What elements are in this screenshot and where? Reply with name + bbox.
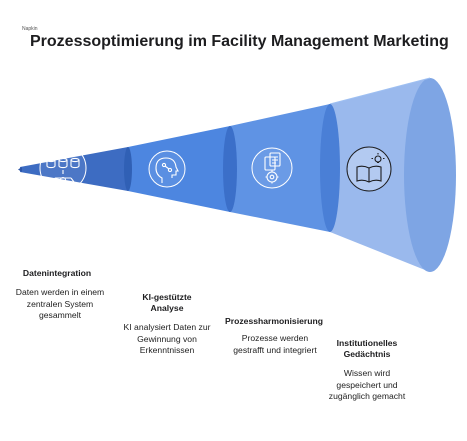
stage-desc-ki-analyse: KI analysiert Daten zur Gewinnung von Er… <box>123 322 211 355</box>
segment-datenintegration <box>18 147 132 191</box>
stage-desc-prozessharmonisierung: Prozesse werden gestrafft und integriert <box>233 333 317 355</box>
database-stack-icon <box>39 144 87 192</box>
page-title: Prozessoptimierung im Facility Managemen… <box>30 33 449 50</box>
stage-title-ki-analyse: KI-gestützte Analyse <box>142 292 192 313</box>
process-gear-icon <box>251 147 293 189</box>
napkin-logo: Napkin <box>22 26 38 32</box>
stage-title-institutionelles-gedaechtnis: Institutionelles Gedächtnis <box>336 338 398 359</box>
stage-desc-datenintegration: Daten werden in einem zentralen System g… <box>15 287 105 320</box>
book-idea-icon <box>346 146 392 192</box>
stage-title-prozessharmonisierung: Prozessharmonisierung <box>225 316 323 326</box>
stage-title-datenintegration: Datenintegration <box>22 268 92 278</box>
ai-head-icon <box>148 150 186 188</box>
stage-desc-institutionelles-gedaechtnis: Wissen wird gespeichert und zugänglich g… <box>328 368 406 401</box>
